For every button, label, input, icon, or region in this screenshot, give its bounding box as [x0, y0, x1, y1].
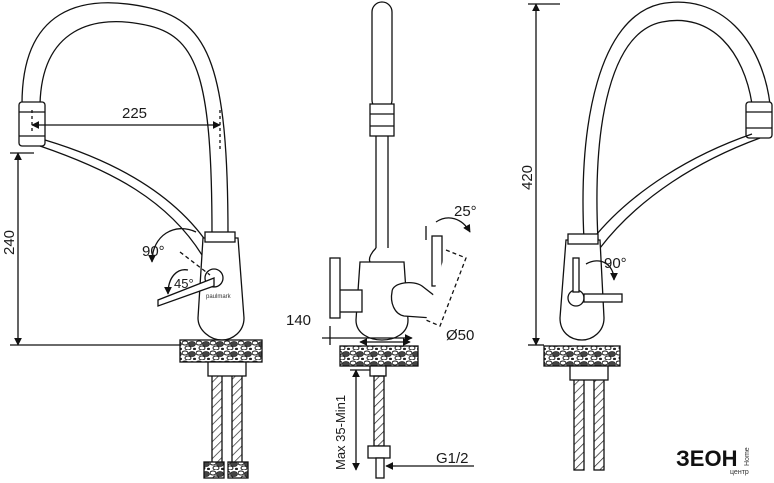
- watermark: ЗЕОН Home центр: [676, 446, 751, 476]
- center-mount-stud: [373, 375, 385, 447]
- left-angle-90: 90°: [142, 243, 165, 260]
- center-base-width: 140: [286, 312, 311, 329]
- left-view: [10, 2, 263, 479]
- right-spout-arc-inner: [596, 19, 753, 241]
- center-base-ring: [339, 345, 419, 367]
- center-thread: G1/2: [436, 450, 469, 467]
- center-diameter: Ø50: [446, 327, 474, 344]
- center-mount-range: Max 35-Min1: [333, 395, 348, 470]
- right-spout-arc-outer: [582, 1, 771, 241]
- left-hose-curve: [39, 145, 206, 261]
- left-lever-dashed: [179, 251, 211, 276]
- right-body: [559, 239, 605, 341]
- left-spout-arc-inner: [39, 20, 213, 236]
- right-view: [528, 1, 773, 471]
- left-angle-45: 45°: [174, 276, 194, 291]
- left-hose-a: [211, 361, 223, 467]
- center-lever-angle: 25°: [454, 203, 477, 220]
- right-hose-curve: [599, 137, 761, 249]
- watermark-logo: ЗЕОН: [676, 446, 737, 471]
- right-lever-handle: [583, 293, 623, 303]
- left-hose-b: [231, 361, 243, 467]
- center-view: [322, 1, 474, 479]
- left-brand-label: paulmark: [206, 294, 232, 300]
- left-lever-handle: [157, 277, 215, 307]
- center-upper-tube: [371, 1, 393, 111]
- right-base-ring: [543, 345, 621, 367]
- right-height-dimension: 420: [519, 165, 536, 190]
- watermark-home: Home: [744, 447, 751, 466]
- center-lever-dashed: [425, 249, 467, 327]
- left-spout-arc-outer: [21, 2, 229, 236]
- left-base-ring: [179, 339, 263, 363]
- watermark-tag: центр: [730, 469, 749, 476]
- right-hose-b: [593, 365, 605, 471]
- right-hose-a: [573, 365, 585, 471]
- left-height-dimension: 240: [1, 230, 18, 255]
- right-spout-head: [745, 101, 773, 139]
- left-reach-dimension: 225: [122, 105, 147, 122]
- right-angle-90: 90°: [604, 255, 627, 272]
